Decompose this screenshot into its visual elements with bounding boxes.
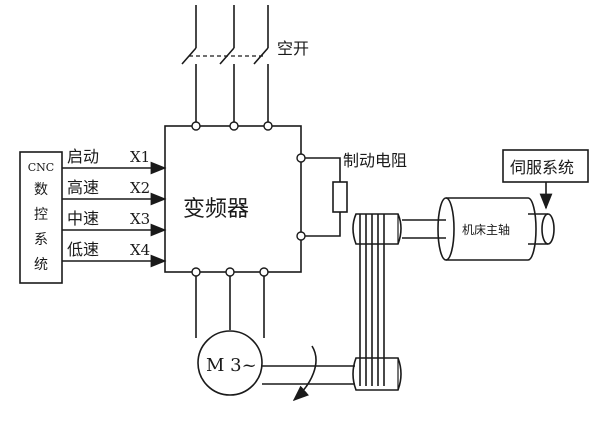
power-supply-lines	[181, 5, 269, 126]
rotation-arrow	[292, 345, 317, 402]
signal-terminal-4: X4	[130, 241, 150, 259]
signal-name-2: 高速	[67, 178, 99, 197]
signal-name-1: 启动	[67, 147, 99, 166]
terminal-s	[229, 121, 239, 131]
terminal-r	[191, 121, 201, 131]
signal-name-3: 中速	[67, 209, 99, 228]
terminal-brake-1	[296, 153, 306, 163]
brake-resistor	[305, 157, 348, 237]
cnc-label-4: 系	[34, 232, 48, 248]
signal-terminal-3: X3	[130, 210, 150, 228]
terminal-t	[263, 121, 273, 131]
servo-coupling	[528, 213, 555, 245]
lower-pulley	[352, 357, 402, 391]
terminal-v	[225, 267, 235, 277]
cnc-label-3: 控	[34, 207, 48, 223]
cnc-label-1: CNC	[28, 161, 54, 174]
terminal-w	[259, 267, 269, 277]
signal-terminal-1: X1	[130, 148, 150, 166]
terminal-u	[191, 267, 201, 277]
spindle-label: 机床主轴	[462, 222, 510, 237]
motor-circle	[197, 330, 263, 396]
spindle-cylinder	[437, 197, 537, 261]
motor-label: M 3~	[206, 355, 257, 376]
upper-pulley	[352, 213, 446, 245]
motor-wiring	[195, 276, 265, 338]
terminal-brake-2	[296, 231, 306, 241]
servo-system-label: 伺服系统	[510, 158, 574, 177]
breaker-label: 空开	[277, 39, 309, 58]
cnc-label-2: 数	[34, 182, 48, 198]
cnc-box	[19, 151, 63, 284]
brake-resistor-label: 制动电阻	[343, 151, 407, 170]
belt-drive	[359, 214, 385, 386]
signal-terminal-2: X2	[130, 179, 150, 197]
inverter-label: 变频器	[183, 197, 249, 222]
signal-name-4: 低速	[67, 240, 99, 259]
cnc-label-5: 统	[34, 257, 48, 273]
